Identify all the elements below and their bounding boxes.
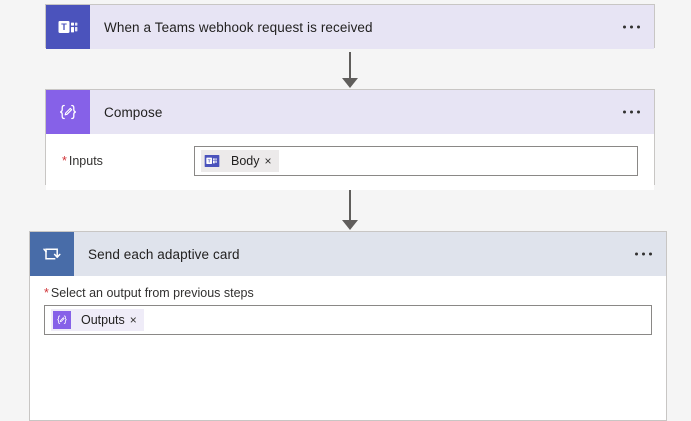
compose-inputs-row: *Inputs T [46,134,654,190]
ellipsis-icon[interactable] [623,110,640,114]
trigger-card-header[interactable]: T When a Teams webhook request is receiv… [46,5,654,49]
loop-card-send-each-adaptive-card[interactable]: Send each adaptive card *Select an outpu… [29,231,667,421]
arrow-down-icon [338,190,362,230]
svg-text:T: T [208,158,211,163]
trigger-card-when-a-teams-webhook-request-is-received[interactable]: T When a Teams webhook request is receiv… [45,4,655,49]
token-chip-label: Outputs [81,313,125,327]
compose-card-body: *Inputs T [46,134,654,190]
compose-inputs-label: *Inputs [62,154,194,168]
loop-icon [30,232,74,276]
arrow-down-icon [338,52,362,88]
compose-inputs-field[interactable]: T Body × [194,146,638,176]
required-marker: * [44,286,49,300]
svg-text:T: T [61,22,67,32]
token-chip-label: Body [231,154,260,168]
teams-icon: T [201,150,223,172]
compose-card-title: Compose [104,104,163,120]
loop-output-input[interactable]: Outputs × [44,305,652,335]
loop-card-title: Send each adaptive card [88,246,240,262]
action-card-compose[interactable]: Compose *Inputs T [45,89,655,190]
compose-icon [46,90,90,134]
loop-output-field-group: *Select an output from previous steps [30,276,666,349]
token-chip-body[interactable]: T Body × [201,150,279,172]
close-icon[interactable]: × [129,313,137,327]
ellipsis-icon[interactable] [623,25,640,29]
teams-icon: T [46,5,90,49]
loop-card-header[interactable]: Send each adaptive card [30,232,666,276]
loop-card-body: *Select an output from previous steps [30,276,666,353]
compose-inputs-label-text: Inputs [68,154,103,168]
close-icon[interactable]: × [264,154,272,168]
loop-output-label-text: Select an output from previous steps [50,286,254,300]
compose-card-header[interactable]: Compose [46,90,654,134]
trigger-card-title: When a Teams webhook request is received [104,19,373,35]
loop-output-label: *Select an output from previous steps [44,286,652,300]
token-chip-outputs[interactable]: Outputs × [51,309,144,331]
ellipsis-icon[interactable] [635,252,652,256]
required-marker: * [62,154,67,168]
compose-icon [51,309,73,331]
